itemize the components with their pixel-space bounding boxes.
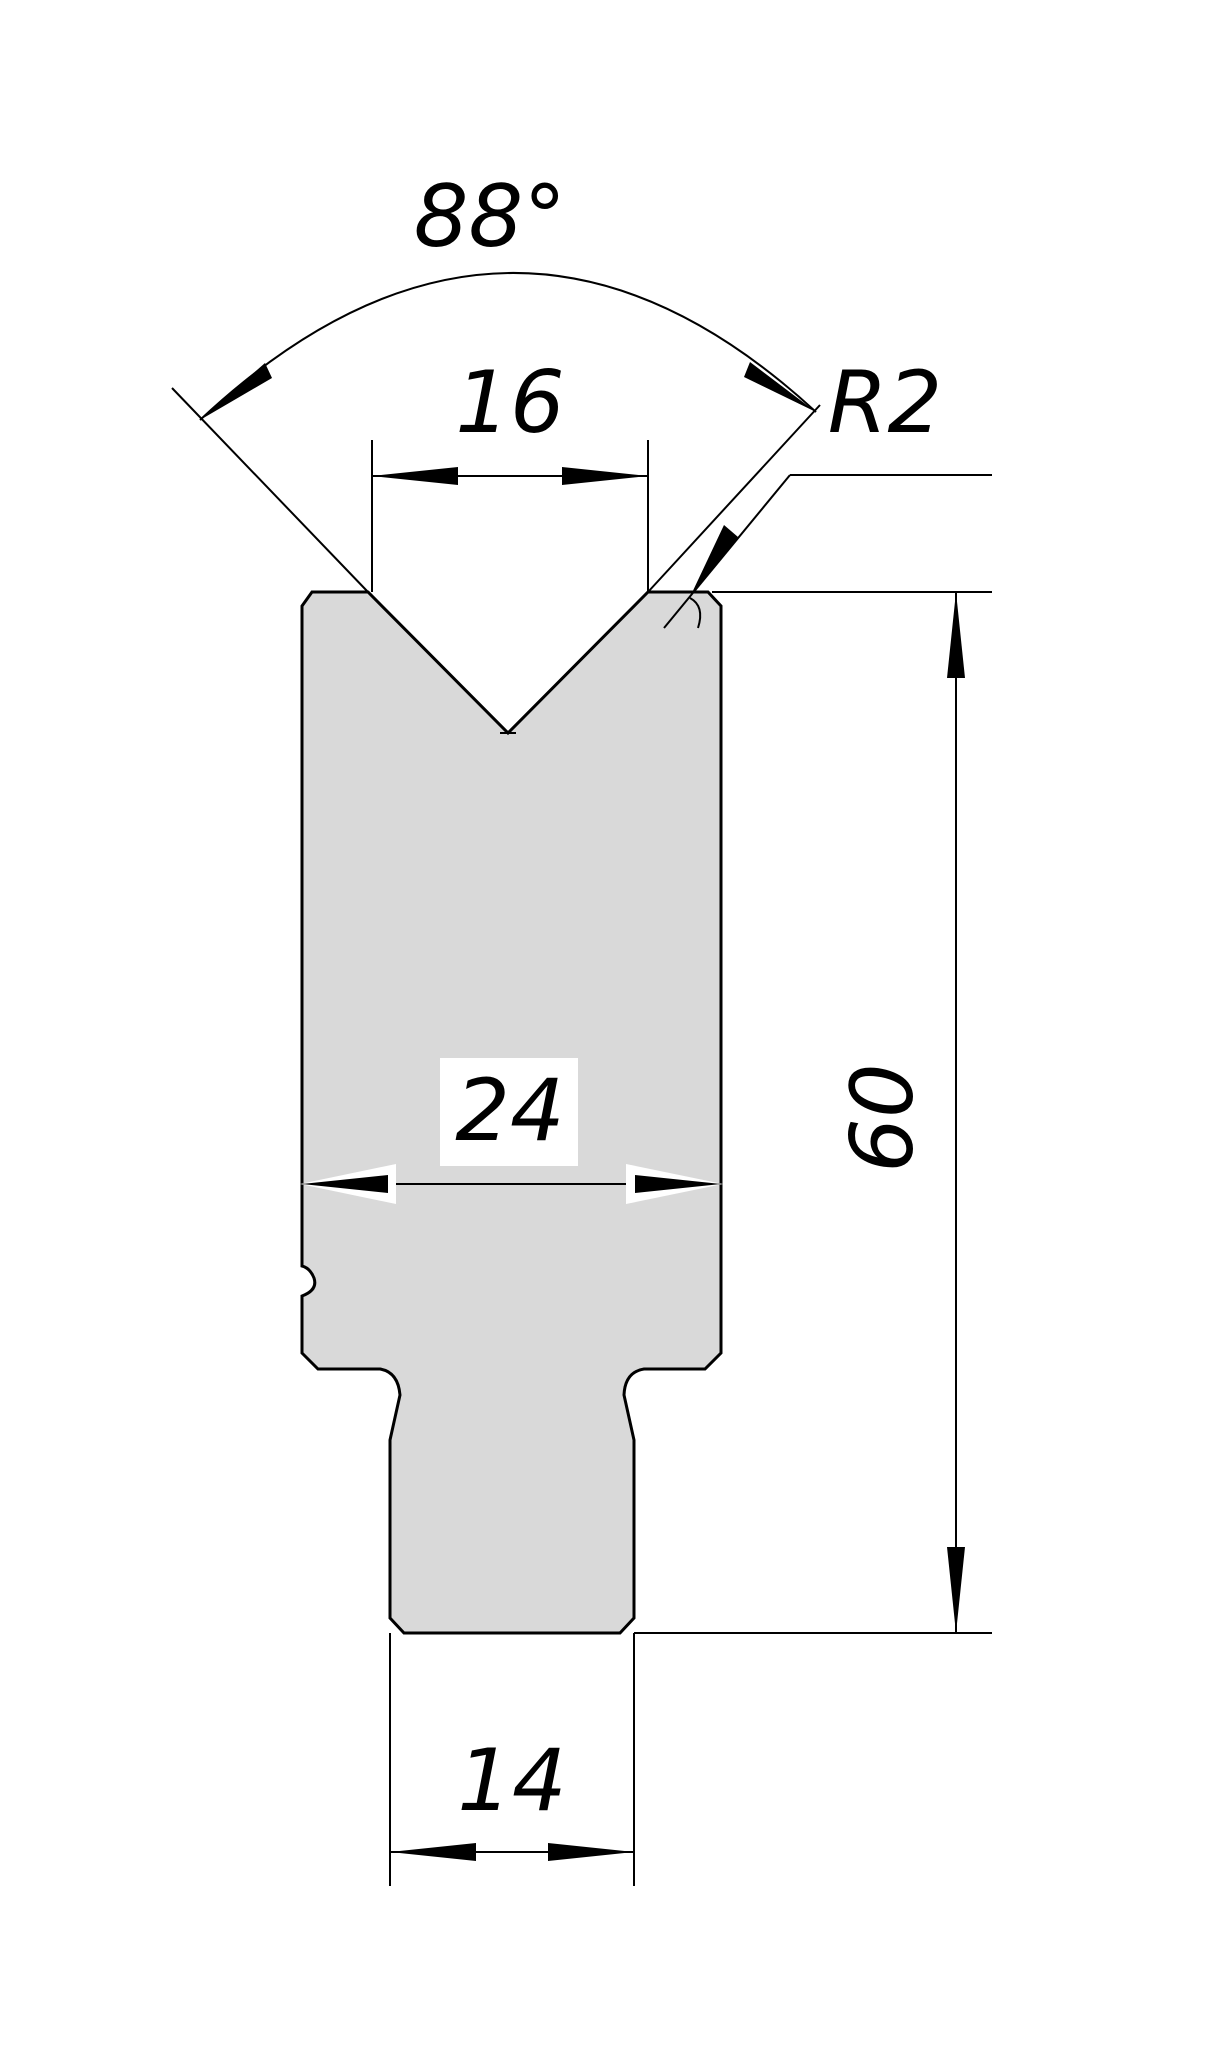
dim16-arrow-right — [562, 467, 648, 485]
angle-arrow-right — [744, 362, 816, 412]
dim14-arrow-right — [548, 1843, 634, 1861]
tang-width-label: 14 — [457, 1731, 566, 1831]
dim60-arrow-bottom — [947, 1547, 965, 1633]
dim60-arrow-top — [947, 592, 965, 678]
v-opening-label: 16 — [455, 353, 564, 453]
angle-arrow-left — [200, 363, 272, 420]
body-width-label: 24 — [455, 1061, 564, 1161]
height-label: 60 — [833, 1063, 933, 1172]
dim14-arrow-left — [390, 1843, 476, 1861]
dim16-arrow-left — [372, 467, 458, 485]
angle-label: 88° — [414, 167, 566, 267]
dim24-arrow-left — [302, 1175, 388, 1193]
r2-leader-arrow — [690, 525, 738, 597]
r2-radius-arc — [689, 597, 702, 629]
dim24-label-background — [440, 1058, 578, 1166]
dim24-arrow-right — [635, 1175, 721, 1193]
radius-label: R2 — [828, 353, 942, 453]
angle-arc — [199, 272, 817, 421]
r2-leader-diagonal — [663, 474, 791, 629]
angle-extension-right — [647, 404, 821, 593]
angle-extension-left — [171, 387, 369, 593]
